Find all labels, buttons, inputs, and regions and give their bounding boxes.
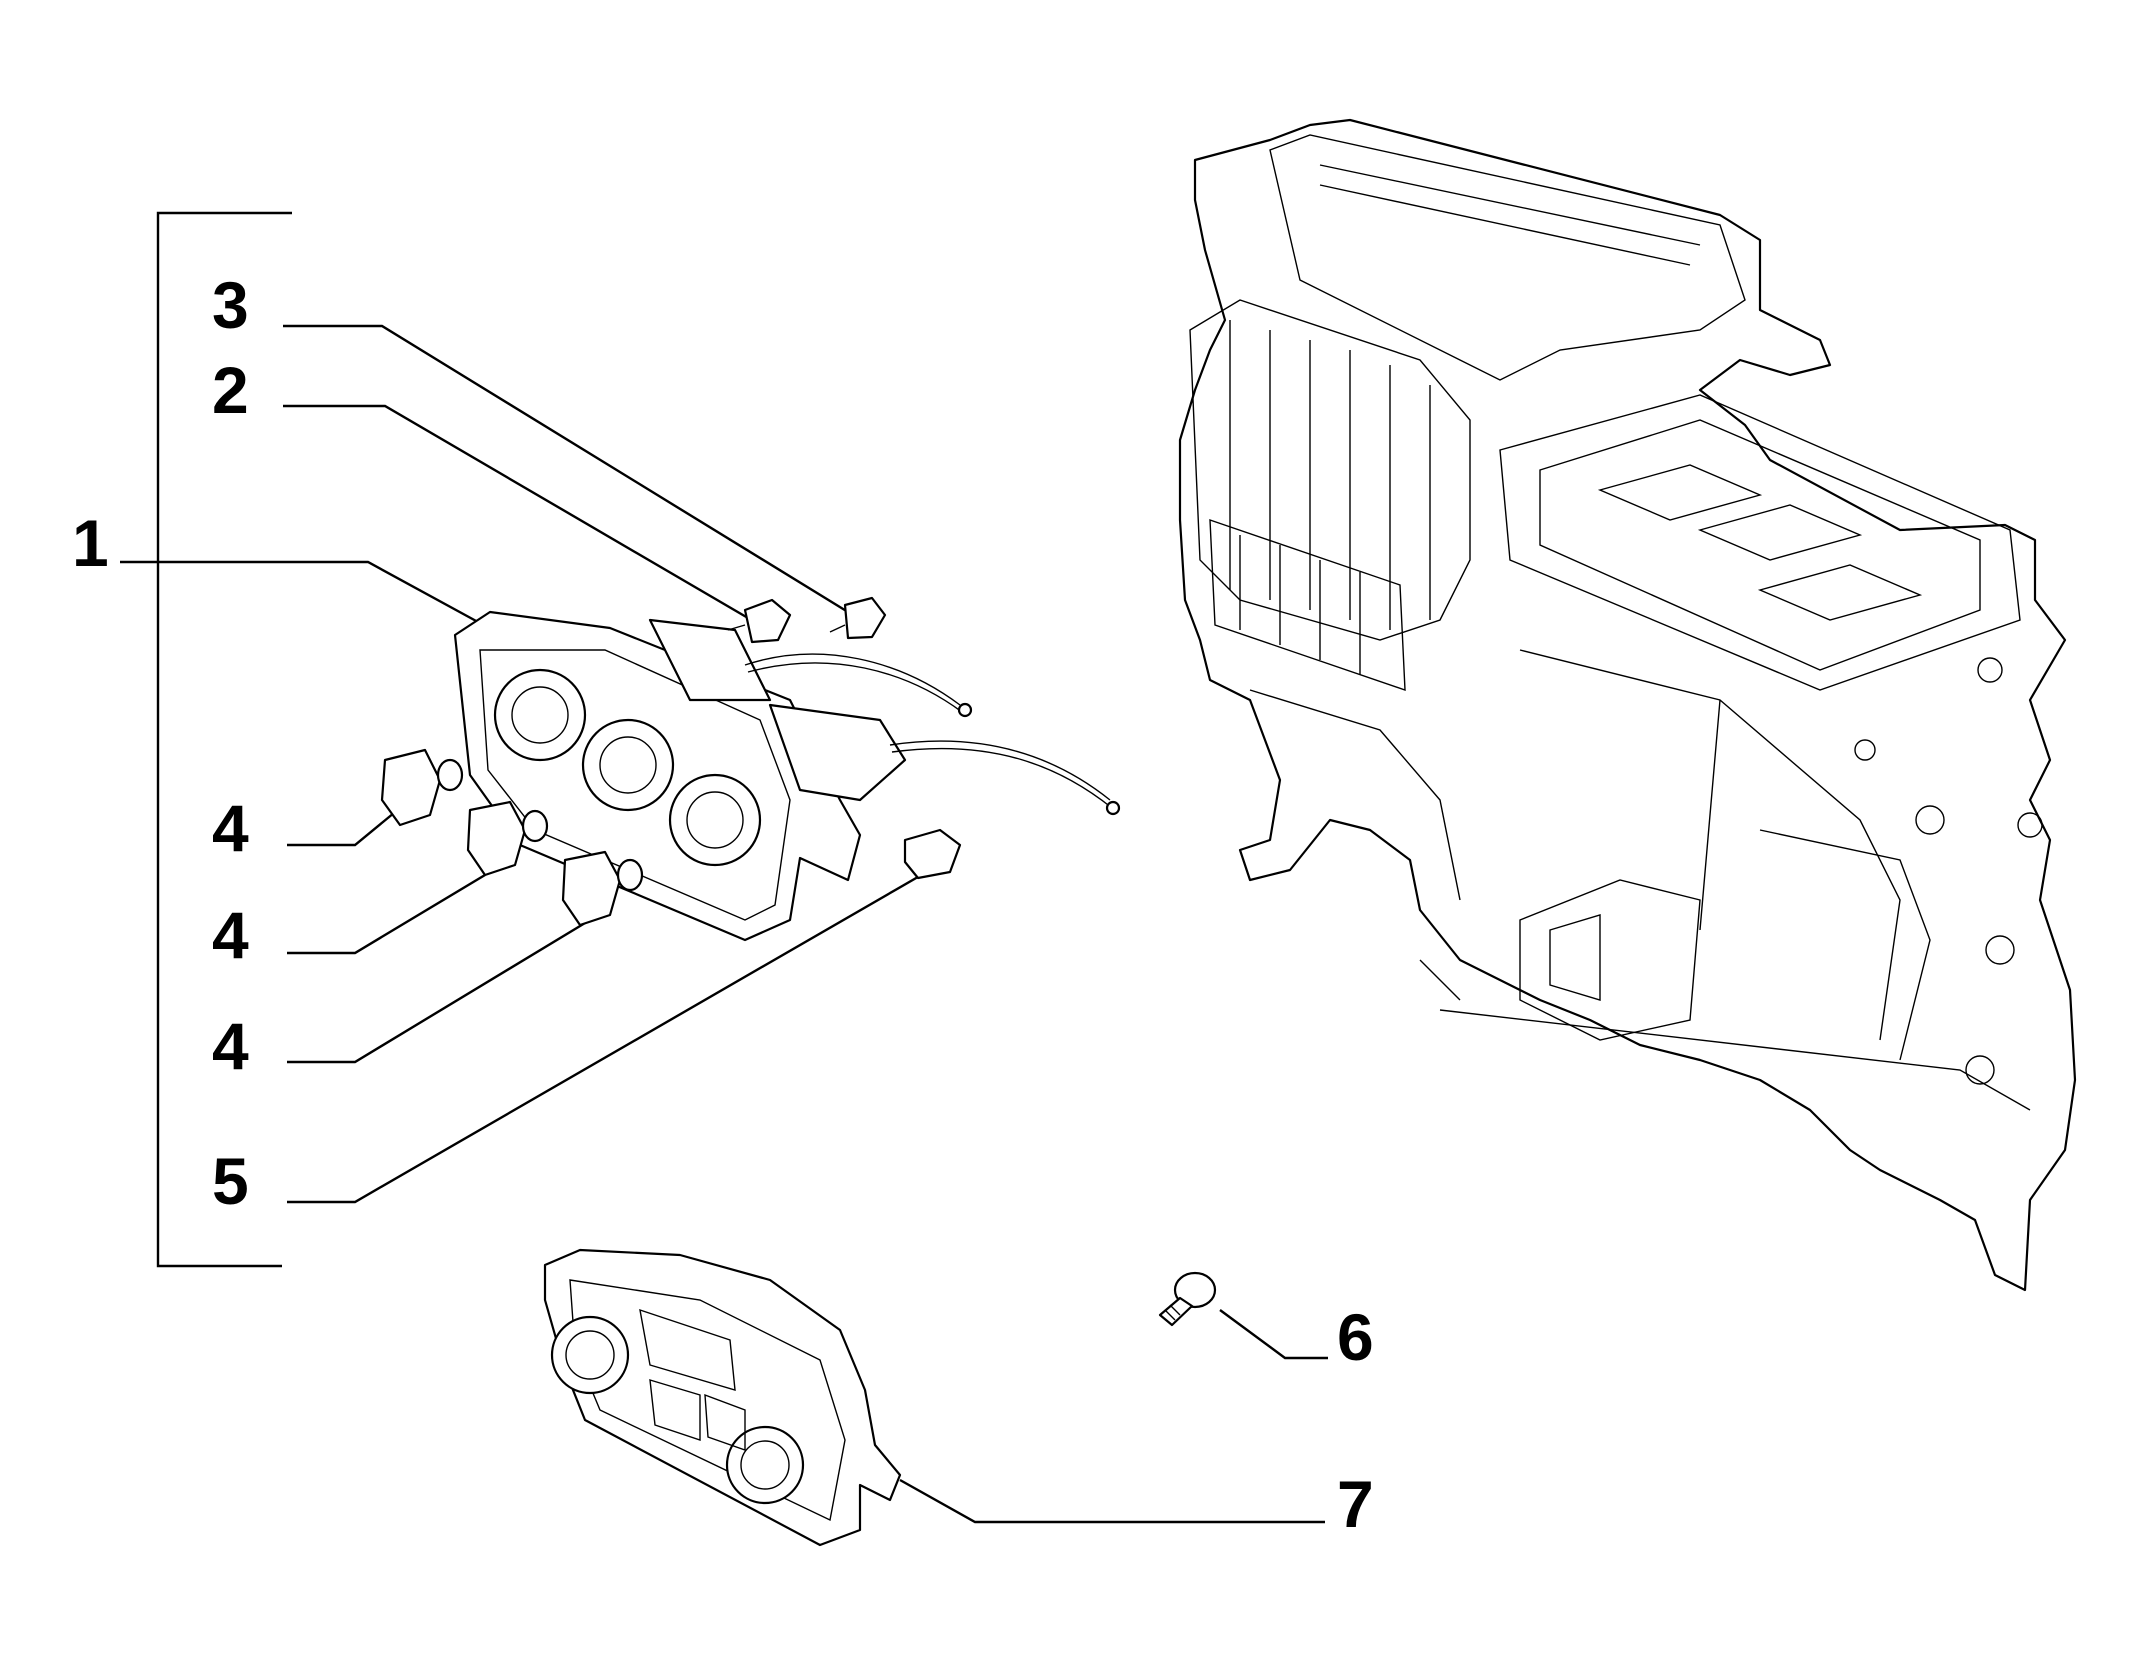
bulb-item-2 (727, 598, 792, 644)
callout-5: 5 (212, 1144, 249, 1218)
hvac-housing (1178, 118, 2077, 1292)
control-cables (744, 653, 1121, 816)
bulb-item-3 (829, 596, 887, 640)
callout-2: 2 (212, 353, 249, 427)
knob-item-4b (466, 800, 549, 877)
climate-control-panel (543, 1248, 902, 1547)
manual-control-panel (453, 610, 907, 942)
callout-7: 7 (1337, 1467, 1374, 1541)
callout-labels: 1 2 3 4 4 4 5 6 7 (72, 268, 1374, 1541)
callout-1: 1 (72, 506, 109, 580)
clip-item-5 (903, 828, 962, 880)
knob-item-4a (380, 748, 464, 827)
group-bracket (156, 211, 292, 1268)
callout-3: 3 (212, 268, 249, 342)
callout-4c: 4 (212, 1009, 249, 1083)
screw-item-6 (1158, 1271, 1217, 1327)
leader-lines (120, 324, 1328, 1524)
knob-item-4c (561, 850, 644, 927)
callout-6: 6 (1337, 1300, 1374, 1374)
callout-4b: 4 (212, 898, 249, 972)
callout-4a: 4 (212, 791, 249, 865)
